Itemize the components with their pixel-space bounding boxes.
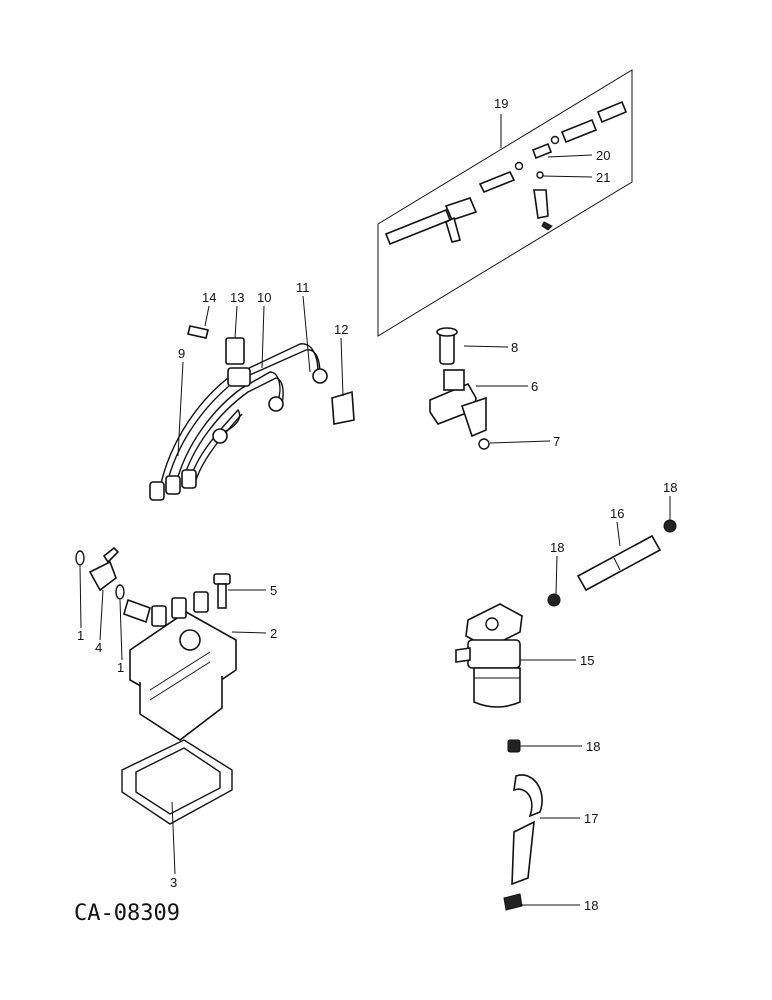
callout-6: 6 bbox=[531, 379, 538, 394]
callout-16: 16 bbox=[610, 506, 624, 521]
callout-19: 19 bbox=[494, 96, 508, 111]
callout-4: 4 bbox=[95, 640, 102, 655]
callout-5: 5 bbox=[270, 583, 277, 598]
return-line-kit bbox=[377, 69, 633, 337]
fuel-filter bbox=[455, 603, 523, 708]
injection-nozzle bbox=[429, 327, 490, 450]
callout-labels: 19 20 21 14 13 10 11 9 12 8 6 7 18 16 18… bbox=[77, 96, 677, 913]
callout-9: 9 bbox=[178, 346, 185, 361]
injection-pipes bbox=[149, 325, 355, 501]
callout-17: 17 bbox=[584, 811, 598, 826]
callout-7: 7 bbox=[553, 434, 560, 449]
leader-lines bbox=[79, 114, 671, 906]
callout-18-middle: 18 bbox=[586, 739, 600, 754]
callout-15: 15 bbox=[580, 653, 594, 668]
fuel-hose-lower bbox=[503, 739, 543, 911]
pump-gasket bbox=[121, 739, 233, 825]
callout-18-upper-right: 18 bbox=[663, 480, 677, 495]
callout-11: 11 bbox=[296, 280, 310, 295]
callout-18-bottom: 18 bbox=[584, 898, 598, 913]
injection-pump bbox=[75, 546, 237, 741]
diagram-code: CA-08309 bbox=[74, 901, 180, 926]
callout-1-left: 1 bbox=[77, 628, 84, 643]
fuel-hose-upper bbox=[547, 519, 677, 607]
callout-1-right: 1 bbox=[117, 660, 124, 675]
callout-14: 14 bbox=[202, 290, 216, 305]
callout-3: 3 bbox=[170, 875, 177, 890]
callout-10: 10 bbox=[257, 290, 271, 305]
callout-13: 13 bbox=[230, 290, 244, 305]
callout-21: 21 bbox=[596, 170, 610, 185]
callout-18-upper-left: 18 bbox=[550, 540, 564, 555]
callout-2: 2 bbox=[270, 626, 277, 641]
callout-8: 8 bbox=[511, 340, 518, 355]
callout-20: 20 bbox=[596, 148, 610, 163]
callout-12: 12 bbox=[334, 322, 348, 337]
